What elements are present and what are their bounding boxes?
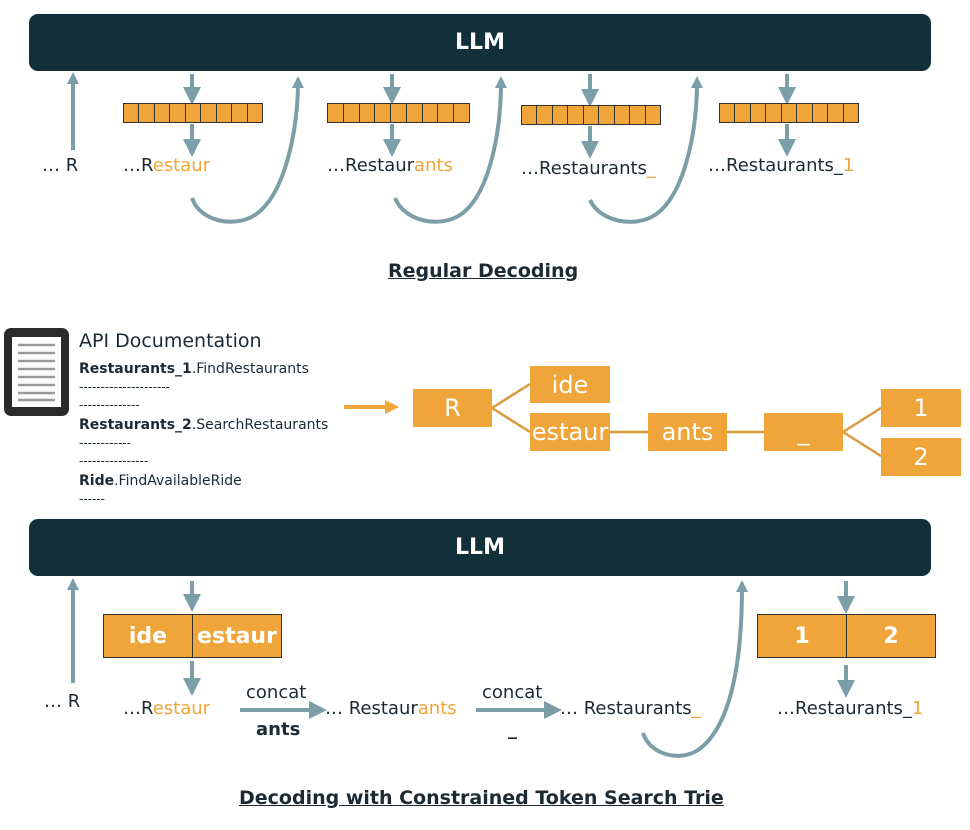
llm-bar-bottom: LLM bbox=[29, 519, 931, 576]
step-suffix: _ bbox=[646, 158, 656, 179]
trie-node-ide: ide bbox=[530, 366, 610, 403]
doc-dash-3: ------------ bbox=[79, 436, 131, 450]
constrained-start-text: … R bbox=[44, 691, 81, 712]
step-prefix: …Restaurants bbox=[521, 158, 647, 179]
step-suffix: ants bbox=[414, 155, 453, 176]
trie-node-2: 2 bbox=[881, 438, 961, 476]
doc-line-bold: Restaurants_2 bbox=[79, 417, 192, 433]
doc-dash-1: --------------------- bbox=[79, 380, 170, 394]
vocab-strip-4 bbox=[719, 103, 859, 123]
regular-start-text: … R bbox=[42, 155, 79, 176]
doc-line-bold: Ride bbox=[79, 473, 115, 489]
candidate-2: 2 bbox=[846, 615, 935, 657]
vocab-strip-3 bbox=[521, 105, 661, 125]
step-prefix: … Restaur bbox=[325, 698, 418, 719]
regular-decoding-caption: Regular Decoding bbox=[388, 260, 579, 282]
vocab-strip-2 bbox=[327, 103, 470, 123]
constrained-step-2: … Restaurants bbox=[325, 698, 457, 720]
doc-title: API Documentation bbox=[79, 330, 262, 352]
llm-label-top: LLM bbox=[455, 30, 505, 55]
llm-label-bottom: LLM bbox=[455, 535, 505, 560]
concat-token-2: _ bbox=[508, 719, 517, 740]
regular-step-2: …Restaurants bbox=[327, 155, 453, 177]
constrained-decoding-caption: Decoding with Constrained Token Search T… bbox=[239, 787, 724, 809]
step-suffix: _ bbox=[691, 698, 701, 719]
step-prefix: … Restaurants bbox=[560, 698, 692, 719]
regular-step-3: …Restaurants_ bbox=[521, 158, 656, 180]
vocab-strip-1 bbox=[123, 103, 263, 123]
llm-bar-top: LLM bbox=[29, 14, 931, 71]
trie-node-estaur: estaur bbox=[530, 413, 610, 451]
step-prefix: …R bbox=[123, 155, 153, 176]
trie-node-ants: ants bbox=[648, 413, 727, 451]
doc-line-rest: .FindAvailableRide bbox=[114, 473, 242, 489]
doc-line-2: Restaurants_2.SearchRestaurants bbox=[79, 417, 328, 433]
regular-step-4: …Restaurants_1 bbox=[708, 155, 854, 177]
candidate-box-1: ide estaur bbox=[103, 614, 282, 658]
step-suffix: 1 bbox=[911, 698, 924, 719]
doc-line-3: Ride.FindAvailableRide bbox=[79, 473, 242, 489]
step-prefix: …Restaurants_ bbox=[708, 155, 843, 176]
candidate-box-2: 1 2 bbox=[757, 614, 936, 658]
document-icon bbox=[4, 328, 69, 416]
step-prefix: …R bbox=[123, 698, 153, 719]
regular-step-1: …Restaur bbox=[123, 155, 210, 177]
trie-node-1: 1 bbox=[881, 389, 961, 427]
constrained-step-1: …Restaur bbox=[123, 698, 210, 720]
doc-line-rest: .FindRestaurants bbox=[191, 361, 309, 377]
candidate-estaur: estaur bbox=[192, 615, 281, 657]
doc-line-1: Restaurants_1.FindRestaurants bbox=[79, 361, 309, 377]
doc-line-rest: .SearchRestaurants bbox=[191, 417, 329, 433]
concat-token-1: ants bbox=[256, 719, 301, 740]
step-prefix: …Restaur bbox=[327, 155, 415, 176]
constrained-step-3: … Restaurants_ bbox=[560, 698, 701, 720]
trie-node-underscore: _ bbox=[764, 413, 843, 451]
doc-dash-5: ------ bbox=[79, 492, 105, 506]
step-suffix: 1 bbox=[842, 155, 855, 176]
step-prefix: …Restaurants_ bbox=[777, 698, 912, 719]
doc-dash-4: ---------------- bbox=[79, 454, 149, 468]
step-suffix: ants bbox=[417, 698, 457, 719]
constrained-step-4: …Restaurants_1 bbox=[777, 698, 923, 720]
doc-line-bold: Restaurants_1 bbox=[79, 361, 192, 377]
doc-dash-2: -------------- bbox=[79, 398, 140, 412]
concat-label-1: concat bbox=[246, 682, 307, 703]
trie-node-root: R bbox=[413, 389, 492, 427]
step-suffix: estaur bbox=[152, 155, 211, 176]
step-suffix: estaur bbox=[152, 698, 211, 719]
concat-label-2: concat bbox=[482, 682, 543, 703]
candidate-1: 1 bbox=[794, 623, 810, 649]
candidate-ide: ide bbox=[128, 623, 168, 649]
